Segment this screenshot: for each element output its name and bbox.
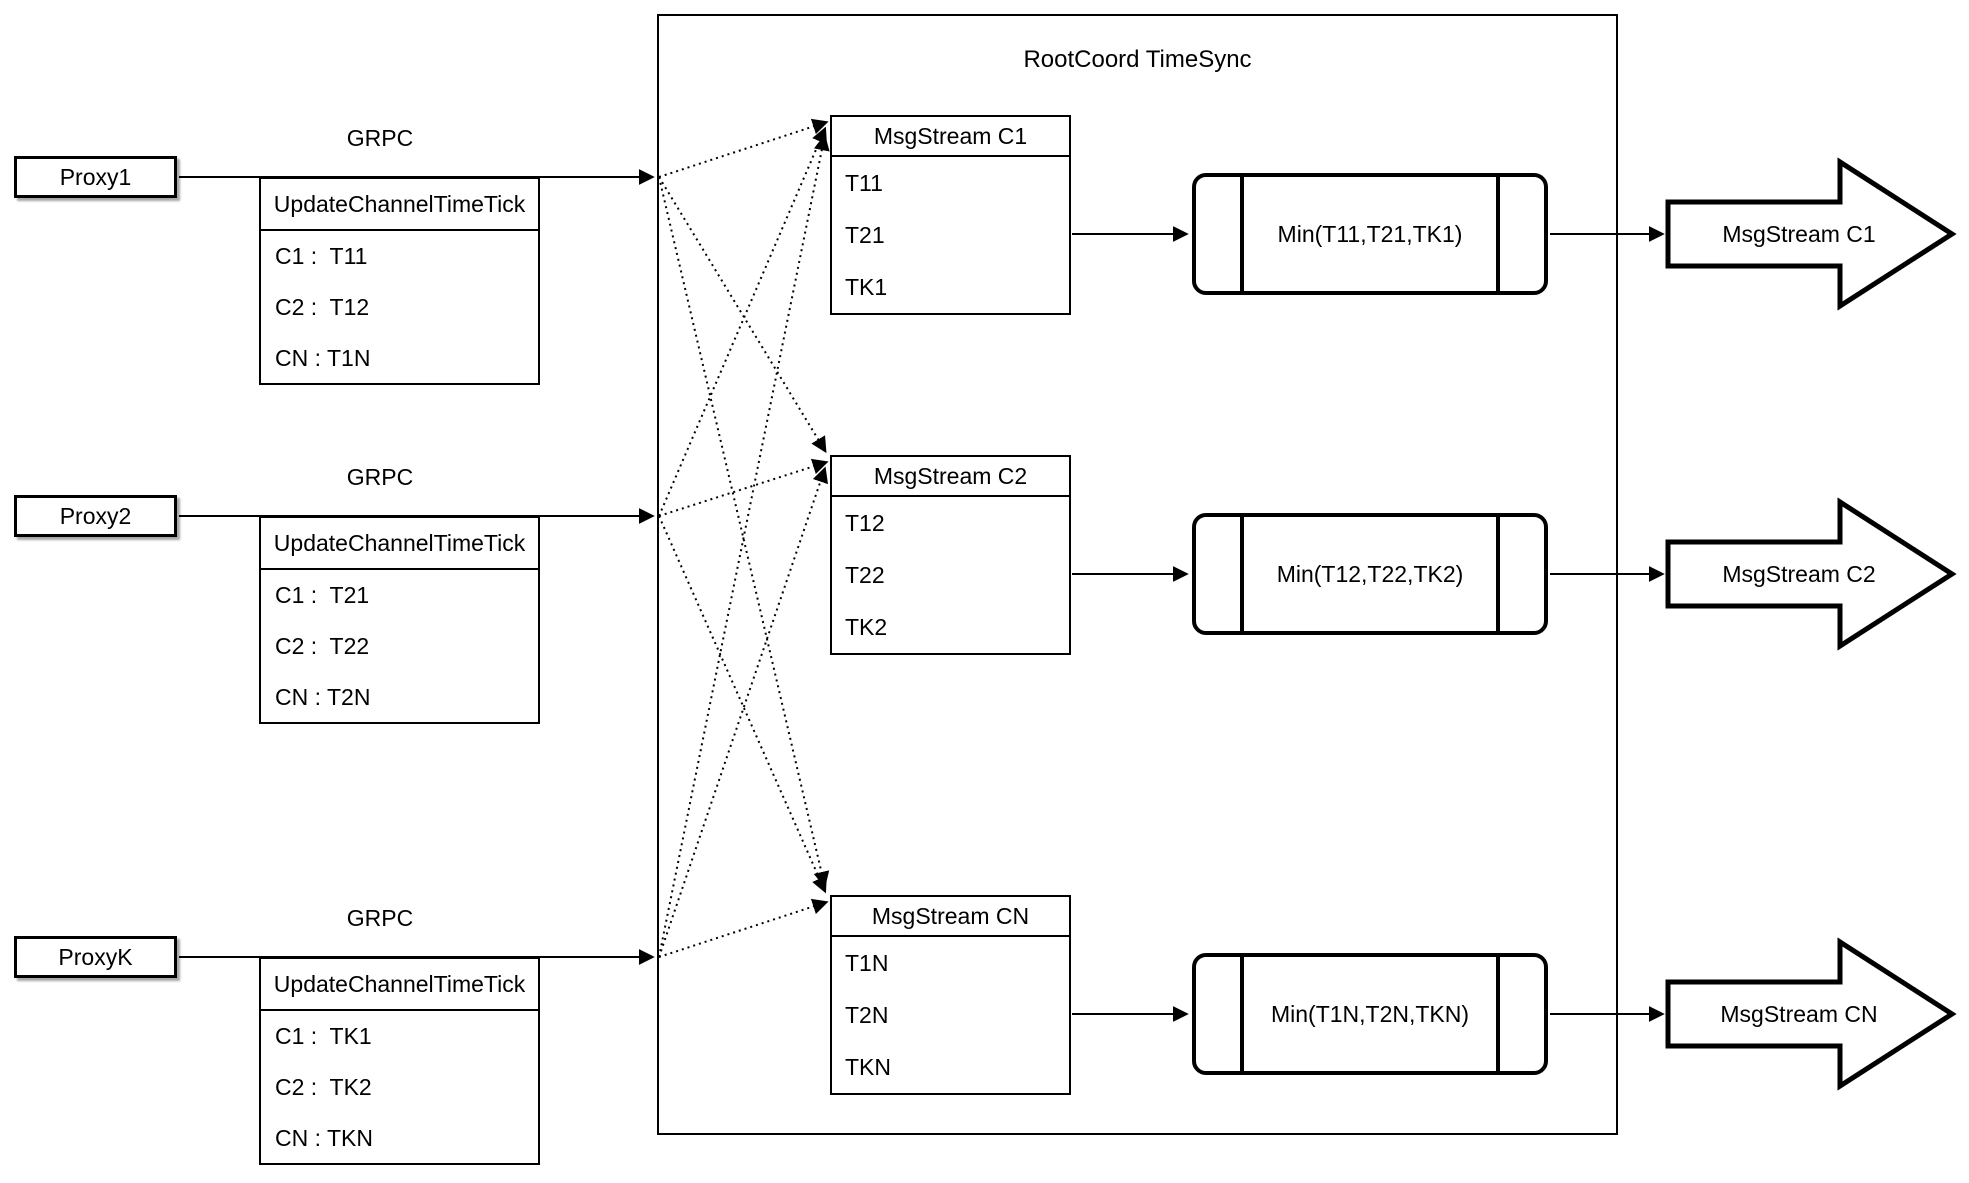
proxyk-label: ProxyK xyxy=(58,943,133,970)
proxyk-box: ProxyK xyxy=(14,936,177,978)
min-node-right-bar xyxy=(1496,177,1500,291)
msgstream-header: MsgStream CN xyxy=(832,897,1069,937)
min-node-right-bar xyxy=(1496,517,1500,631)
stream-entry: T21 xyxy=(845,221,885,248)
output-arrow-label-c1: MsgStream C1 xyxy=(1722,220,1876,247)
stream-entry: T22 xyxy=(845,561,885,588)
update-tick-table-2: UpdateChannelTimeTick C1 : T21 C2 : T22 … xyxy=(259,516,540,724)
update-tick-header: UpdateChannelTimeTick xyxy=(261,179,538,231)
tick-entry: CN : T1N xyxy=(275,345,371,371)
proxy2-box: Proxy2 xyxy=(14,495,177,537)
output-arrow-label-cn: MsgStream CN xyxy=(1720,1000,1878,1027)
output-arrow-label-c2: MsgStream C2 xyxy=(1722,560,1876,587)
proxy2-label: Proxy2 xyxy=(59,502,132,529)
stream-entry: T1N xyxy=(845,949,889,976)
tick-entry: C2 : T22 xyxy=(275,633,370,659)
stream-entry: T11 xyxy=(845,169,883,196)
msgstream-table-cn: MsgStream CN T1N T2N TKN xyxy=(830,895,1071,1095)
stream-entry: TK1 xyxy=(845,273,888,300)
update-tick-table-1: UpdateChannelTimeTick C1 : T11 C2 : T12 … xyxy=(259,177,540,385)
min-node-left-bar xyxy=(1240,177,1244,291)
grpc-label-2: GRPC xyxy=(346,464,414,490)
stream-entry: T12 xyxy=(845,509,885,536)
msgstream-header: MsgStream C2 xyxy=(832,457,1069,497)
min-node-left-bar xyxy=(1240,957,1244,1071)
tick-entry: C1 : T21 xyxy=(275,582,370,608)
min-node-c2: Min(T12,T22,TK2) xyxy=(1192,513,1548,635)
rootcoord-title: RootCoord TimeSync xyxy=(1023,46,1252,73)
stream-entry: TK2 xyxy=(845,613,888,640)
update-tick-header: UpdateChannelTimeTick xyxy=(261,959,538,1011)
msgstream-table-c2: MsgStream C2 T12 T22 TK2 xyxy=(830,455,1071,655)
tick-entry: CN : TKN xyxy=(275,1125,373,1151)
tick-entry: C1 : T11 xyxy=(275,243,368,269)
tick-entry: C1 : TK1 xyxy=(275,1023,372,1049)
tick-entry: CN : T2N xyxy=(275,684,371,710)
min-node-label: Min(T11,T21,TK1) xyxy=(1277,220,1463,247)
min-node-label: Min(T1N,T2N,TKN) xyxy=(1270,1000,1470,1027)
update-tick-table-3: UpdateChannelTimeTick C1 : TK1 C2 : TK2 … xyxy=(259,957,540,1165)
min-node-c1: Min(T11,T21,TK1) xyxy=(1192,173,1548,295)
proxy1-label: Proxy1 xyxy=(59,163,132,190)
msgstream-header: MsgStream C1 xyxy=(832,117,1069,157)
stream-entry: T2N xyxy=(845,1001,889,1028)
tick-entry: C2 : TK2 xyxy=(275,1074,372,1100)
stream-entry: TKN xyxy=(845,1053,891,1080)
grpc-label-3: GRPC xyxy=(346,905,414,931)
min-node-right-bar xyxy=(1496,957,1500,1071)
min-node-left-bar xyxy=(1240,517,1244,631)
update-tick-header: UpdateChannelTimeTick xyxy=(261,518,538,570)
tick-entry: C2 : T12 xyxy=(275,294,370,320)
min-node-cn: Min(T1N,T2N,TKN) xyxy=(1192,953,1548,1075)
proxy1-box: Proxy1 xyxy=(14,156,177,198)
msgstream-table-c1: MsgStream C1 T11 T21 TK1 xyxy=(830,115,1071,315)
min-node-label: Min(T12,T22,TK2) xyxy=(1276,560,1464,587)
grpc-label-1: GRPC xyxy=(346,125,414,151)
